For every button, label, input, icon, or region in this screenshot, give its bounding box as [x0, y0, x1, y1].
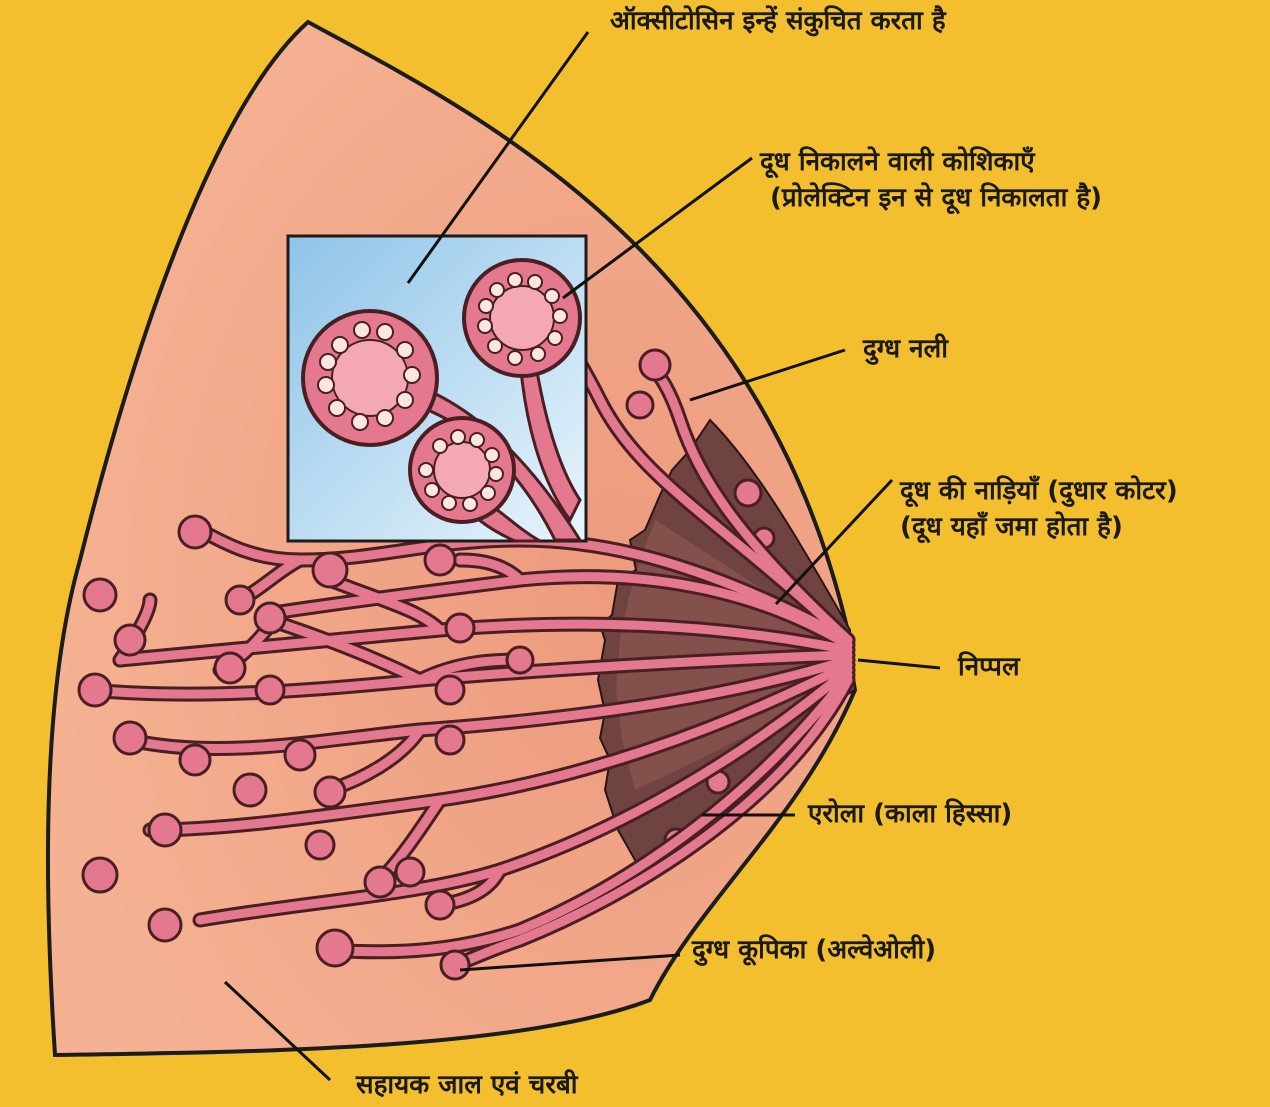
inset-lobules-box	[288, 236, 586, 541]
label-nipple: निप्पल	[958, 650, 1020, 684]
label-sinuses-line1: दूध की नाड़ियाँ (दुधार कोटर)	[900, 474, 1178, 508]
label-sinuses-line2: (दूध यहाँ जमा होता है)	[900, 510, 1178, 544]
areola-gland	[735, 480, 761, 506]
label-oxytocin: ऑक्सीटोसिन इन्हें संकुचित करता है	[610, 4, 946, 38]
label-milk-duct: दुग्ध नली	[863, 332, 948, 366]
label-sinuses: दूध की नाड़ियाँ (दुधार कोटर) (दूध यहाँ ज…	[900, 474, 1178, 542]
label-milk-cells-line1: दूध निकालने वाली कोशिकाएँ	[760, 145, 1092, 179]
label-milk-cells: दूध निकालने वाली कोशिकाएँ (प्रोलेक्टिन इ…	[760, 145, 1092, 213]
label-milk-cells-line2: (प्रोलेक्टिन इन से दूध निकालता है)	[770, 181, 1102, 215]
label-areola: एरोला (काला हिस्सा)	[808, 797, 1012, 831]
label-alveoli: दुग्ध कूपिका (अल्वेओली)	[692, 933, 936, 967]
label-support-fat: सहायक जाल एवं चरबी	[356, 1068, 578, 1102]
